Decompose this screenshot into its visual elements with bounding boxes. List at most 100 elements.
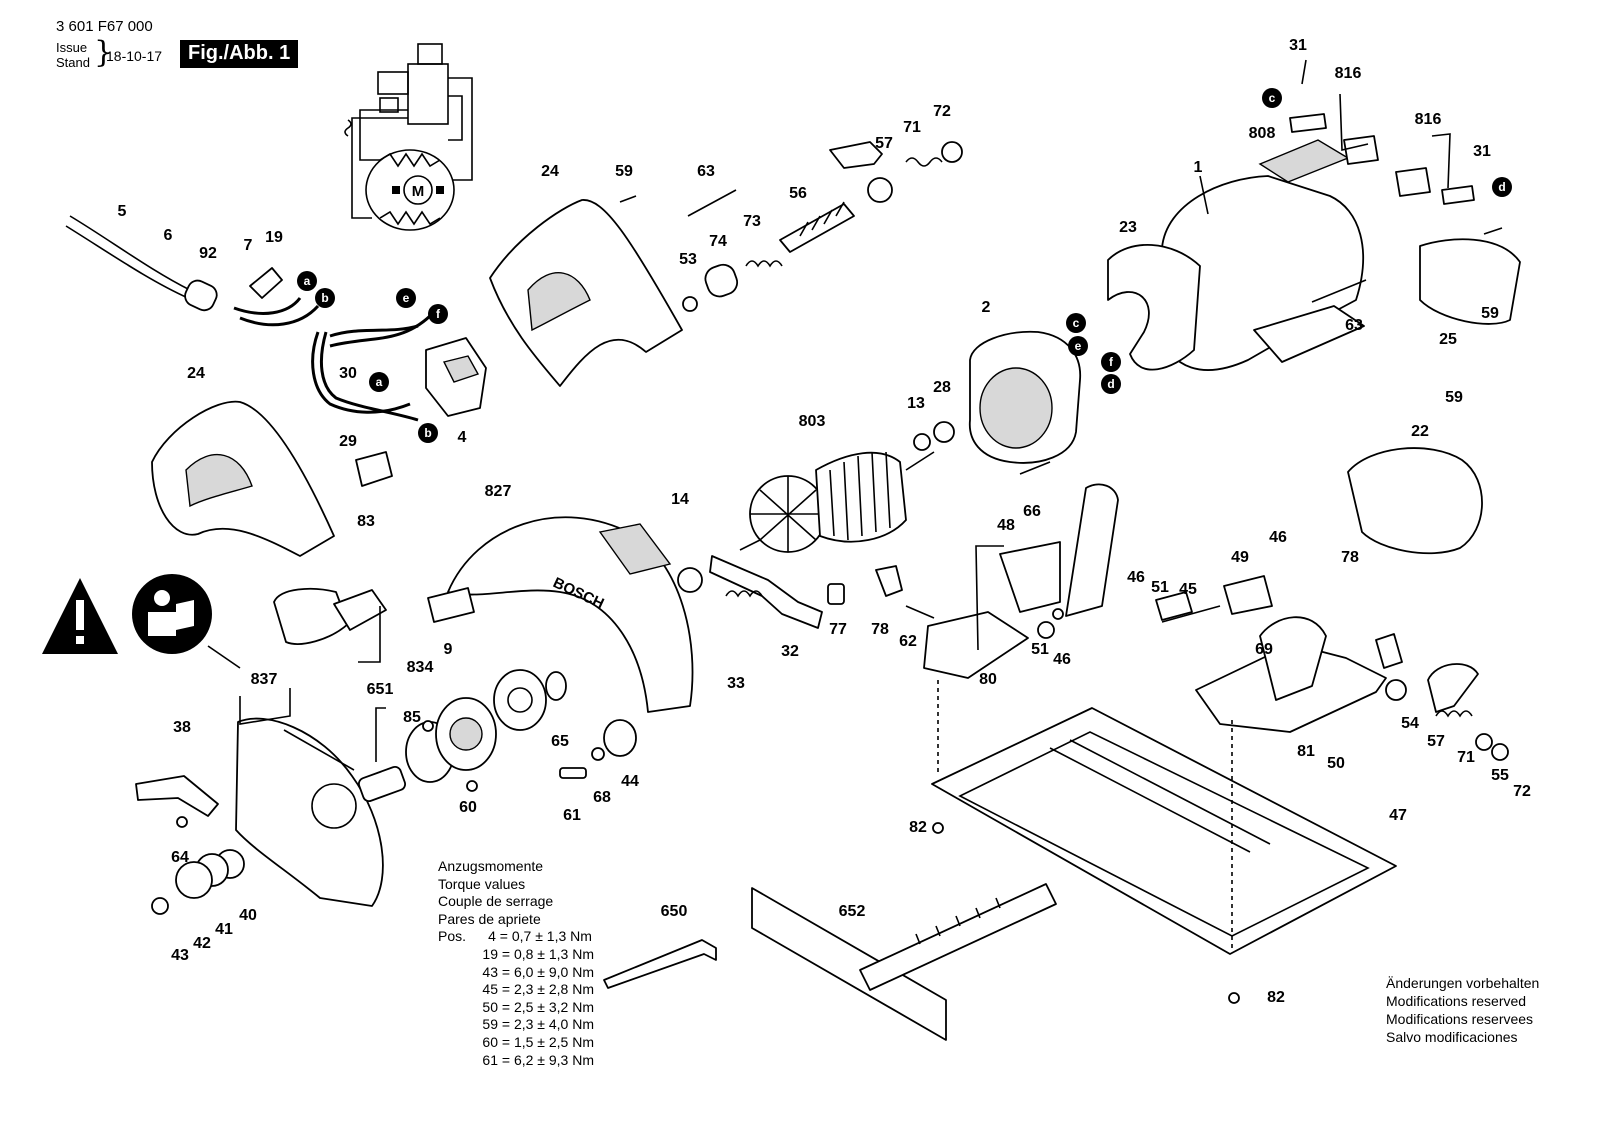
svg-text:b: b <box>424 426 431 440</box>
badge-b-switch: b <box>418 423 438 443</box>
callout-51-mid: 51 <box>1031 641 1049 658</box>
badge-f-stator: f <box>1101 352 1121 372</box>
callout-1: 1 <box>1193 159 1203 176</box>
torque-row: 60 = 1,5 ± 2,5 Nm <box>482 1033 595 1050</box>
callout-68: 68 <box>593 789 611 806</box>
badge-c-brush: c <box>1262 88 1282 108</box>
callout-6: 6 <box>163 227 173 244</box>
wiring-schematic: M <box>344 43 473 231</box>
callout-803: 803 <box>798 413 826 430</box>
document-number: 3 601 F67 000 <box>56 18 153 35</box>
svg-text:a: a <box>376 375 383 389</box>
svg-text:f: f <box>1109 355 1114 369</box>
handle-halves <box>151 199 683 557</box>
callout-837: 837 <box>250 671 278 688</box>
torque-title-en: Torque values <box>438 875 526 892</box>
callout-65: 65 <box>551 733 569 750</box>
badge-d-brush: d <box>1492 177 1512 197</box>
callout-46-left: 46 <box>1127 569 1145 586</box>
torque-values-table: Anzugsmomente Torque values Couple de se… <box>438 858 594 1069</box>
brace-glyph: } <box>94 35 114 70</box>
read-manual-icon <box>132 574 212 654</box>
callout-46-mid: 46 <box>1053 651 1071 668</box>
callout-69: 69 <box>1255 641 1273 658</box>
callout-23: 23 <box>1119 219 1137 236</box>
callout-72-right: 72 <box>1513 783 1531 800</box>
callout-57-right: 57 <box>1427 733 1445 750</box>
callout-808: 808 <box>1248 125 1276 142</box>
svg-text:e: e <box>1075 339 1082 353</box>
callout-92: 92 <box>199 245 217 262</box>
figure-label: Fig./Abb. 1 <box>180 40 299 68</box>
torque-title-de: Anzugsmomente <box>438 858 544 874</box>
callout-41: 41 <box>215 921 233 938</box>
svg-text:c: c <box>1269 91 1276 105</box>
callout-54: 54 <box>1401 715 1419 732</box>
callout-55: 55 <box>1491 767 1509 784</box>
callout-83: 83 <box>357 513 375 530</box>
torque-row: 50 = 2,5 ± 3,2 Nm <box>482 998 595 1015</box>
badge-a-cord: a <box>297 271 317 291</box>
callout-66: 66 <box>1023 503 1041 520</box>
stator <box>913 330 1081 475</box>
spindle-and-gears <box>358 669 637 803</box>
torque-row: 61 = 6,2 ± 9,3 Nm <box>482 1051 595 1068</box>
callout-80: 80 <box>979 671 997 688</box>
callout-63-housing: 63 <box>1345 317 1363 334</box>
badge-c-stator: c <box>1066 313 1086 333</box>
callout-59-housing: 59 <box>1481 305 1499 322</box>
callout-14: 14 <box>671 491 689 508</box>
callout-33: 33 <box>727 675 745 692</box>
issue-stand-labels: Issue Stand <box>56 40 90 70</box>
callout-51-right: 51 <box>1151 579 1169 596</box>
callout-77: 77 <box>829 621 847 638</box>
torque-row: 43 = 6,0 ± 9,0 Nm <box>482 963 595 980</box>
callout-57-top: 57 <box>875 135 893 152</box>
callout-2: 2 <box>981 299 991 316</box>
badge-b-cord: b <box>315 288 335 308</box>
callout-61: 61 <box>563 807 581 824</box>
callout-816-left: 816 <box>1334 65 1362 82</box>
modification-notes: Änderungen vorbehalten Modifications res… <box>1386 974 1539 1046</box>
note-de: Änderungen vorbehalten <box>1386 975 1540 991</box>
torque-row: 45 = 2,3 ± 2,8 Nm <box>482 981 595 998</box>
callout-827: 827 <box>484 483 512 500</box>
issue-date: 18-10-17 <box>106 48 163 64</box>
callout-45: 45 <box>1179 581 1197 598</box>
callout-5: 5 <box>117 203 127 220</box>
switch-wires <box>311 314 487 487</box>
callout-30: 30 <box>339 365 357 382</box>
svg-text:c: c <box>1073 316 1080 330</box>
callout-24-top: 24 <box>541 163 559 180</box>
callout-74: 74 <box>709 233 727 250</box>
callout-44: 44 <box>621 773 639 790</box>
lower-blade-guard <box>135 717 384 915</box>
torque-row: Pos. 4 = 0,7 ± 1,3 Nm <box>438 928 592 945</box>
callout-56: 56 <box>789 185 807 202</box>
callout-64: 64 <box>171 849 189 866</box>
callout-59-top: 59 <box>615 163 633 180</box>
power-cord <box>65 215 320 327</box>
callout-24-left: 24 <box>187 365 205 382</box>
callout-50: 50 <box>1327 755 1345 772</box>
callout-834: 834 <box>406 659 434 676</box>
rear-bracket <box>1155 447 1509 761</box>
motor-symbol: M <box>412 183 425 200</box>
callout-650: 650 <box>660 903 688 920</box>
badge-f-wire: f <box>428 304 448 324</box>
callout-32: 32 <box>781 643 799 660</box>
callout-4: 4 <box>457 429 467 446</box>
callout-82-bottom: 82 <box>1267 989 1285 1006</box>
base-plate <box>931 680 1397 1004</box>
callout-31-right: 31 <box>1473 143 1491 160</box>
depth-bracket <box>923 483 1119 679</box>
note-en: Modifications reserved <box>1386 993 1527 1009</box>
lock-mechanism <box>619 141 963 312</box>
callout-72-top: 72 <box>933 103 951 120</box>
callout-31-top: 31 <box>1289 37 1307 54</box>
callout-81: 81 <box>1297 743 1315 760</box>
svg-text:d: d <box>1107 377 1114 391</box>
callout-40: 40 <box>239 907 257 924</box>
